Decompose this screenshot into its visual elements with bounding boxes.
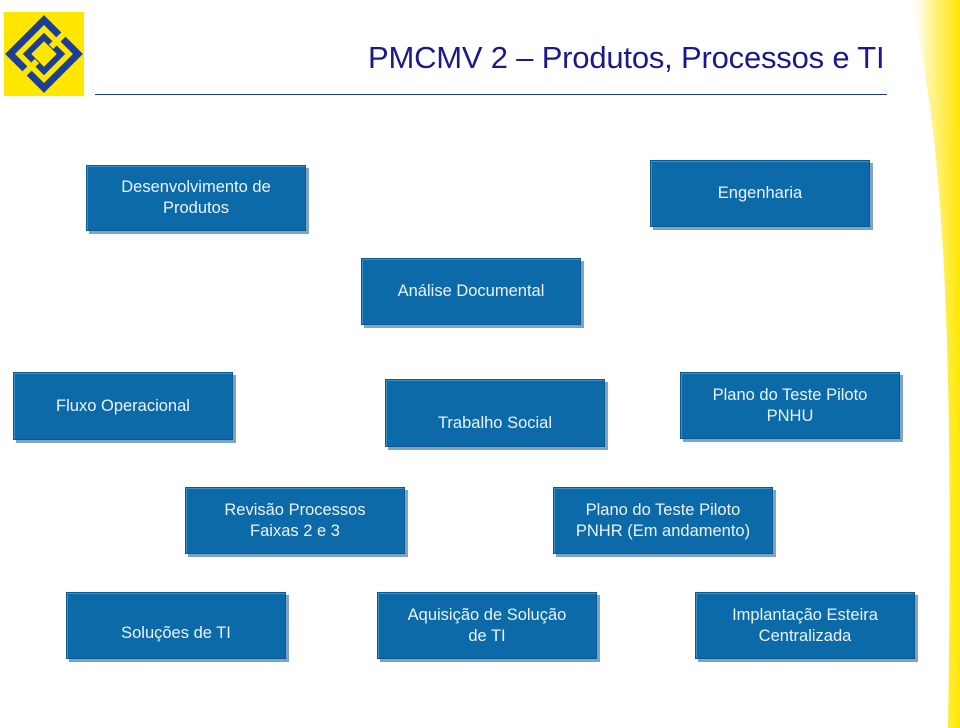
box-solucoes-ti: Soluções de TI: [66, 592, 286, 659]
box-analise-documental: Análise Documental: [361, 258, 581, 325]
box-analise-label: Análise Documental: [397, 282, 545, 300]
box-implantacao-label: Implantação Esteira Centralizada: [732, 605, 878, 645]
box-pnhu-label: Plano do Teste Piloto PNHU: [712, 385, 868, 425]
box-aquisicao-solucao: Aquisição de Solução de TI: [377, 592, 597, 659]
box-solucoes-label: Soluções de TI: [121, 624, 231, 642]
box-desenvolvimento-produtos: Desenvolvimento de Produtos: [86, 165, 306, 231]
box-implantacao-esteira: Implantação Esteira Centralizada: [695, 592, 915, 659]
box-trabalho-label: Trabalho Social: [437, 414, 553, 432]
box-engenharia-label: Engenharia: [717, 184, 803, 202]
box-fluxo-label: Fluxo Operacional: [56, 396, 190, 415]
box-revisao-label: Revisão Processos Faixas 2 e 3: [224, 500, 366, 540]
box-plano-piloto-pnhr: Plano do Teste Piloto PNHR (Em andamento…: [553, 487, 773, 554]
box-desenvolvimento-label: Desenvolvimento de Produtos: [121, 178, 271, 217]
title-divider: [95, 94, 887, 95]
box-fluxo-operacional: Fluxo Operacional: [13, 372, 233, 440]
yellow-edge-decoration: [910, 0, 960, 728]
box-aquisicao-label: Aquisição de Solução de TI: [407, 605, 567, 645]
page-title: PMCMV 2 – Produtos, Processos e TI: [368, 40, 885, 75]
box-engenharia: Engenharia: [650, 160, 870, 227]
box-trabalho-social: Trabalho Social: [385, 379, 605, 447]
box-pnhr-label: Plano do Teste Piloto PNHR (Em andamento…: [575, 500, 751, 540]
box-plano-piloto-pnhu: Plano do Teste Piloto PNHU: [680, 372, 900, 439]
banco-do-brasil-logo-icon: [4, 12, 84, 96]
box-revisao-processos: Revisão Processos Faixas 2 e 3: [185, 487, 405, 554]
